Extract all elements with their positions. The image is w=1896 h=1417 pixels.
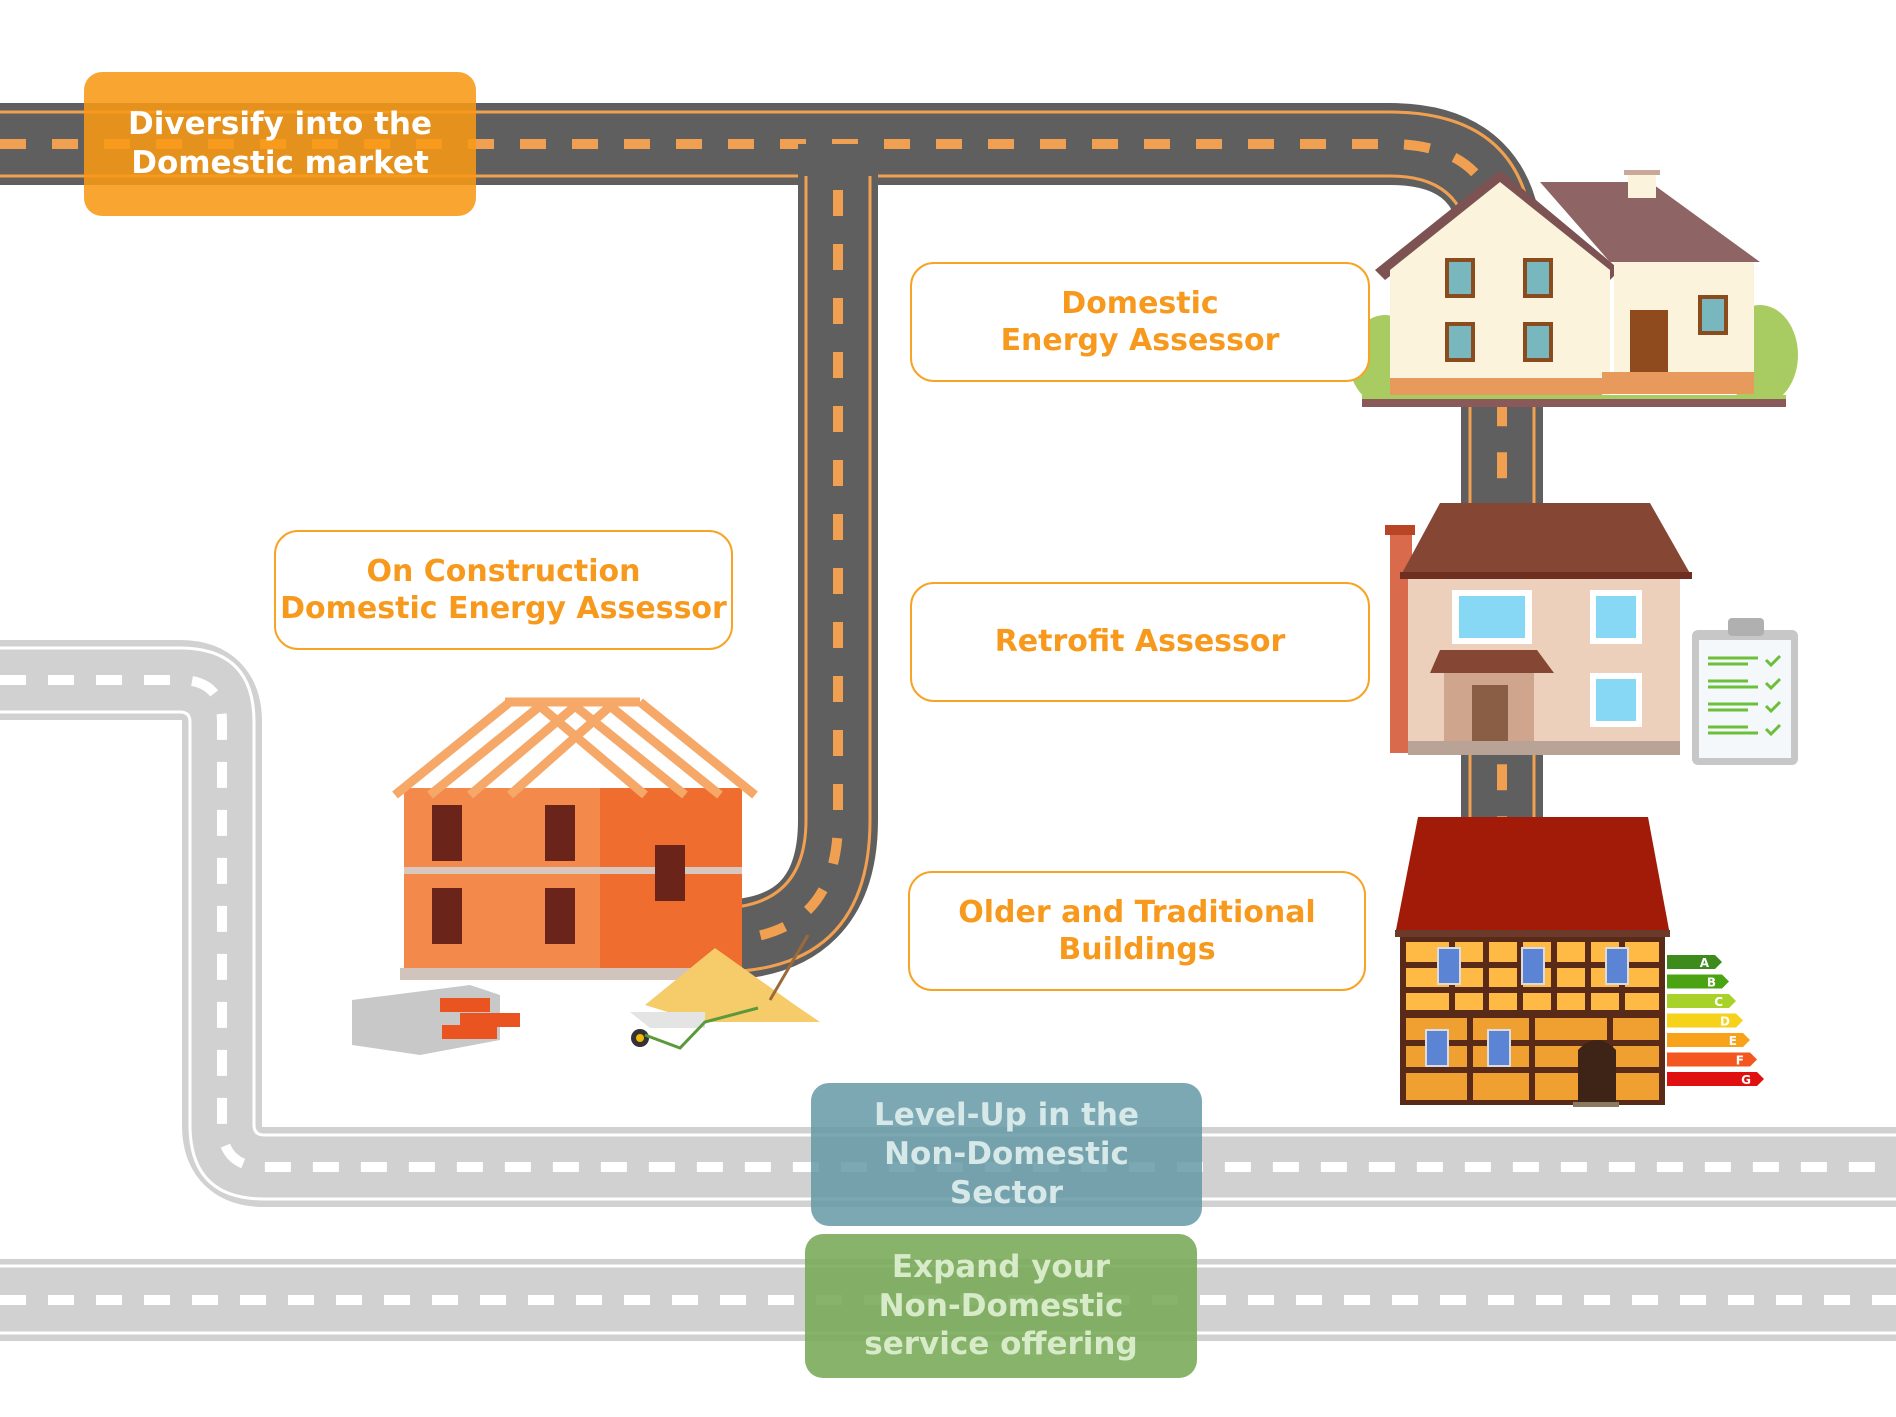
energy-rating-bar	[1667, 1033, 1750, 1047]
diversify-domestic-label: Diversify into the Domestic market	[84, 72, 476, 216]
energy-rating-bar	[1667, 955, 1722, 969]
energy-rating-letter: D	[1720, 1015, 1730, 1029]
modern-house-icon	[1349, 170, 1798, 407]
level-up-non-domestic-label: Level-Up in the Non-Domestic Sector	[811, 1083, 1202, 1226]
energy-rating-bar	[1667, 1052, 1757, 1067]
expand-non-domestic-label: Expand your Non-Domestic service offerin…	[805, 1234, 1197, 1378]
energy-rating-letter: B	[1707, 976, 1716, 990]
energy-rating-letter: F	[1736, 1054, 1744, 1068]
older-traditional-buildings-label: Older and Traditional Buildings	[908, 871, 1366, 991]
half-timbered-house-icon	[1395, 817, 1670, 1107]
energy-rating-bar	[1667, 974, 1729, 989]
on-construction-assessor-label: On Construction Domestic Energy Assessor	[274, 530, 733, 650]
construction-materials-icon	[352, 934, 820, 1055]
retrofit-house-icon	[1385, 503, 1692, 755]
house-under-construction-icon	[392, 697, 758, 980]
energy-rating-bar	[1667, 1013, 1743, 1028]
domestic-energy-assessor-label: Domestic Energy Assessor	[910, 262, 1370, 382]
energy-rating-bar	[1667, 994, 1736, 1008]
energy-rating-letter: A	[1700, 956, 1710, 970]
retrofit-assessor-label: Retrofit Assessor	[910, 582, 1370, 702]
energy-rating-letter: E	[1729, 1034, 1737, 1048]
checklist-clipboard-icon	[1692, 618, 1798, 765]
grey-road-upper	[0, 640, 1896, 1207]
energy-rating-bar	[1667, 1072, 1764, 1086]
energy-rating-letter: C	[1714, 995, 1723, 1009]
energy-rating-letter: G	[1741, 1073, 1751, 1087]
